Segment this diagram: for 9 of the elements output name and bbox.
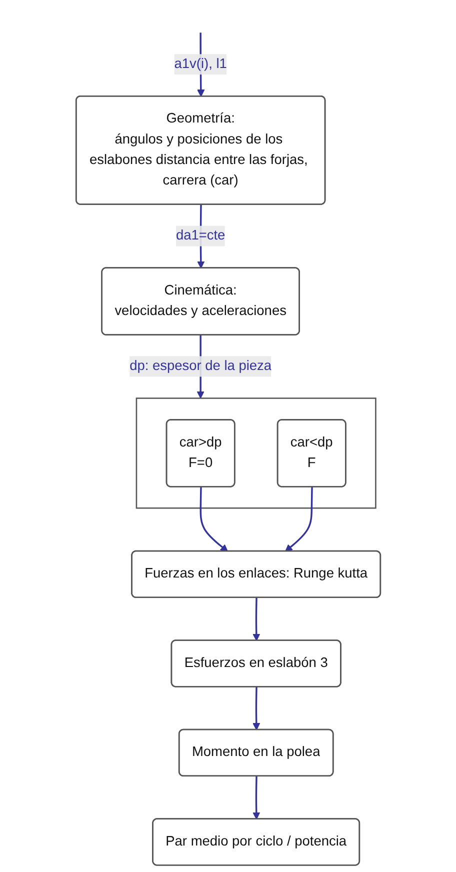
arrow: [252, 687, 260, 730]
cluster: [136, 398, 376, 509]
arrow: [252, 598, 260, 642]
arrow: [200, 487, 228, 552]
arrow: [284, 487, 313, 552]
edge-label: da1=cte: [176, 228, 225, 243]
edge-label: dp: espesor de la pieza: [129, 358, 272, 374]
edge-label: a1v(i), l1: [174, 56, 227, 72]
arrow: [252, 776, 260, 820]
